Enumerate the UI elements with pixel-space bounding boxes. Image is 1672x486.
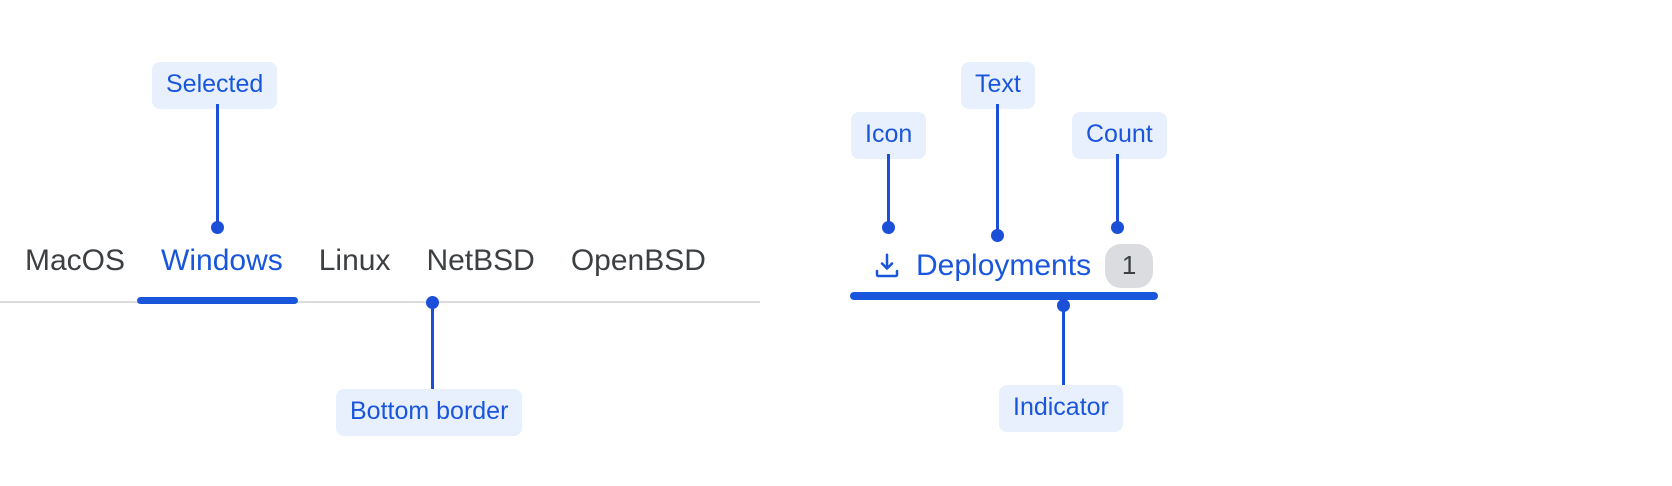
tab-deployments-label: Deployments <box>916 249 1092 282</box>
download-icon <box>872 251 902 281</box>
annotation-selected-endpoint-dot <box>211 221 224 234</box>
tab-list-deployments: Deployments 1 <box>850 243 1170 305</box>
annotation-indicator-leader-line <box>1062 305 1065 385</box>
tab-list-os: MacOS Windows Linux NetBSD OpenBSD <box>0 246 760 304</box>
annotation-count-leader-line <box>1116 154 1119 226</box>
tab-openbsd-label: OpenBSD <box>570 244 706 277</box>
annotation-text-endpoint-dot <box>991 229 1004 242</box>
tab-windows-label: Windows <box>161 244 283 277</box>
annotation-indicator-label: Indicator <box>999 385 1123 432</box>
annotation-bottom-border-label: Bottom border <box>336 389 523 436</box>
annotation-count-label: Count <box>1072 112 1167 159</box>
tab-deployments[interactable]: Deployments 1 <box>872 243 1154 289</box>
annotation-bottom-border-leader-line <box>431 302 434 389</box>
tab-netbsd-label: NetBSD <box>426 244 535 277</box>
tab-list-bottom-border <box>0 301 760 303</box>
annotation-icon-label: Icon <box>851 112 927 159</box>
annotation-icon-endpoint-dot <box>882 221 895 234</box>
tab-linux[interactable]: Linux <box>301 246 409 276</box>
annotation-icon-leader-line <box>887 154 890 226</box>
tab-list-os-row: MacOS Windows Linux NetBSD OpenBSD <box>0 246 724 276</box>
annotation-selected-leader-line <box>216 104 219 227</box>
annotation-text-leader-line <box>996 104 999 234</box>
tab-macos-label: MacOS <box>25 244 126 277</box>
tab-openbsd[interactable]: OpenBSD <box>553 246 724 276</box>
tab-macos[interactable]: MacOS <box>0 246 143 276</box>
tab-windows[interactable]: Windows <box>143 246 301 276</box>
tab-deployments-count-badge: 1 <box>1105 244 1154 288</box>
tab-deployments-active-indicator <box>850 292 1158 300</box>
tab-netbsd[interactable]: NetBSD <box>408 246 552 276</box>
annotation-count-endpoint-dot <box>1111 221 1124 234</box>
annotation-text-label: Text <box>961 62 1035 109</box>
tab-linux-label: Linux <box>318 244 391 277</box>
tab-windows-active-indicator <box>137 297 298 304</box>
annotation-selected-label: Selected <box>152 62 278 109</box>
